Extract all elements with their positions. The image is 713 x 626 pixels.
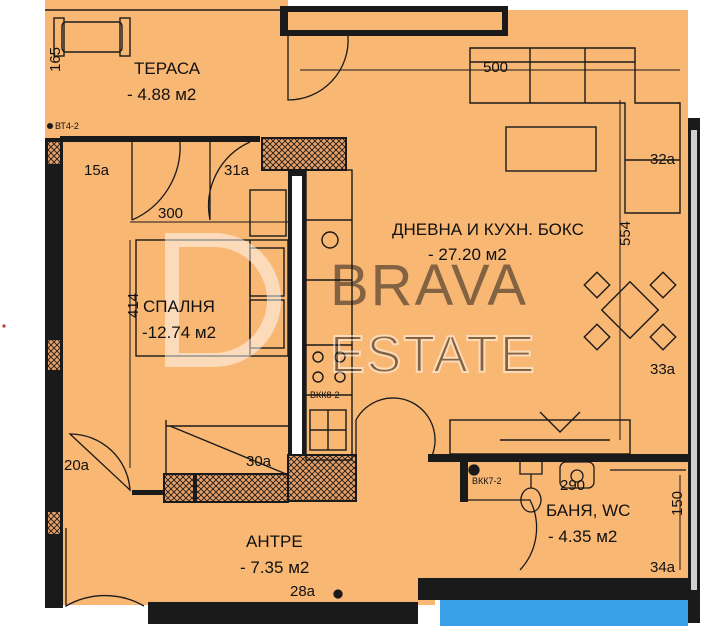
bathroom-tiles-below [440,600,688,626]
sofa-icon [469,47,681,214]
dim-150: 150 [669,491,686,516]
label-32a: 32а [650,151,676,168]
label-33a: 33а [650,361,676,378]
kitchen-counter [305,169,353,461]
dining-table-icon [600,280,660,340]
hall-hatch-wall [195,473,289,503]
coffee-table-icon [505,126,597,172]
dimension-texts: 165 500 300 414 554 290 150 [47,47,686,516]
column-bottom [287,454,357,502]
bathroom-fixtures [333,461,686,599]
living-furniture [449,47,681,455]
watermark-logo-icon [165,233,281,367]
label-34a: 34а [650,559,676,576]
hob-icon [312,351,324,363]
room-labels: ТЕРАСА - 4.88 м2 ДНЕВНА И КУХН. БОКС - 2… [127,59,630,577]
column-top [261,137,347,171]
living-name: ДНЕВНА И КУХН. БОКС [392,220,584,239]
dimension-lines [129,69,681,570]
wall-bottom [148,602,418,624]
wall-right-light [691,130,697,590]
toilet-icon [519,462,543,513]
wall-left-hatch-2 [48,340,60,370]
pipe-tags: ВТ4-2 ВКК8-2 ВКК7-2 [47,121,502,486]
wall-bottom-right [418,578,688,600]
label-31a: 31а [224,162,250,179]
label-28a: 28а [290,583,316,600]
washbasin-icon [559,461,595,489]
label-30a: 30а [246,453,272,470]
watermark-top: BRAVA [330,253,528,318]
watermark-bottom: ESTATE [330,326,537,384]
wall-left-hatch-3 [48,512,60,534]
dim-290: 290 [560,477,585,494]
tag-vt4: ВТ4-2 [55,121,79,131]
wardrobe-icon [249,189,287,237]
partitions [163,137,357,503]
dim-500: 500 [483,59,508,76]
tag-vkk8: ВКК8-2 [310,390,340,400]
wall-bedroom-top [60,136,260,142]
watermark: BRAVA ESTATE [165,233,537,385]
doors [65,35,538,608]
dim-165: 165 [47,47,64,72]
index-labels: 15а 31а 32а 33а 20а 30а 28а 34а [64,151,676,600]
terrace-furniture [45,9,280,57]
terrace-name: ТЕРАСА [134,59,201,78]
hall-hatch-wall-2 [163,473,195,503]
label-15a: 15а [84,162,110,179]
dim-300: 300 [158,205,183,222]
bottom-drain-icon [333,589,343,599]
hall-area: - 7.35 м2 [240,558,309,577]
sink-icon [321,231,339,249]
dim-554: 554 [617,221,634,246]
partition-vertical-inner [292,176,302,456]
bedroom-name: СПАЛНЯ [143,297,215,316]
wall-left-upper [45,138,63,608]
drain-icon [468,464,480,476]
hall-name: АНТРЕ [246,532,303,551]
bathroom-name: БАНЯ, WC [546,501,630,520]
bedroom-area: -12.74 м2 [142,323,216,342]
wall-left-hatch-1 [48,142,60,164]
wall-top-living-inner [288,12,502,30]
bathroom-area: - 4.35 м2 [548,527,617,546]
walls [45,6,700,624]
living-floor [288,10,688,460]
living-area: - 27.20 м2 [428,245,507,264]
dim-414: 414 [125,293,142,318]
wall-bath-left [460,462,468,502]
tv-stand-icon [449,419,631,455]
terrace-table-icon [61,21,123,53]
bathroom-floor [430,460,688,580]
terrace-area: - 4.88 м2 [127,85,196,104]
tag-vkk7: ВКК7-2 [472,476,502,486]
marker-dot [2,324,6,328]
label-20a: 20а [64,457,90,474]
terrace-floor [45,0,288,138]
wall-bath-top [428,454,690,462]
